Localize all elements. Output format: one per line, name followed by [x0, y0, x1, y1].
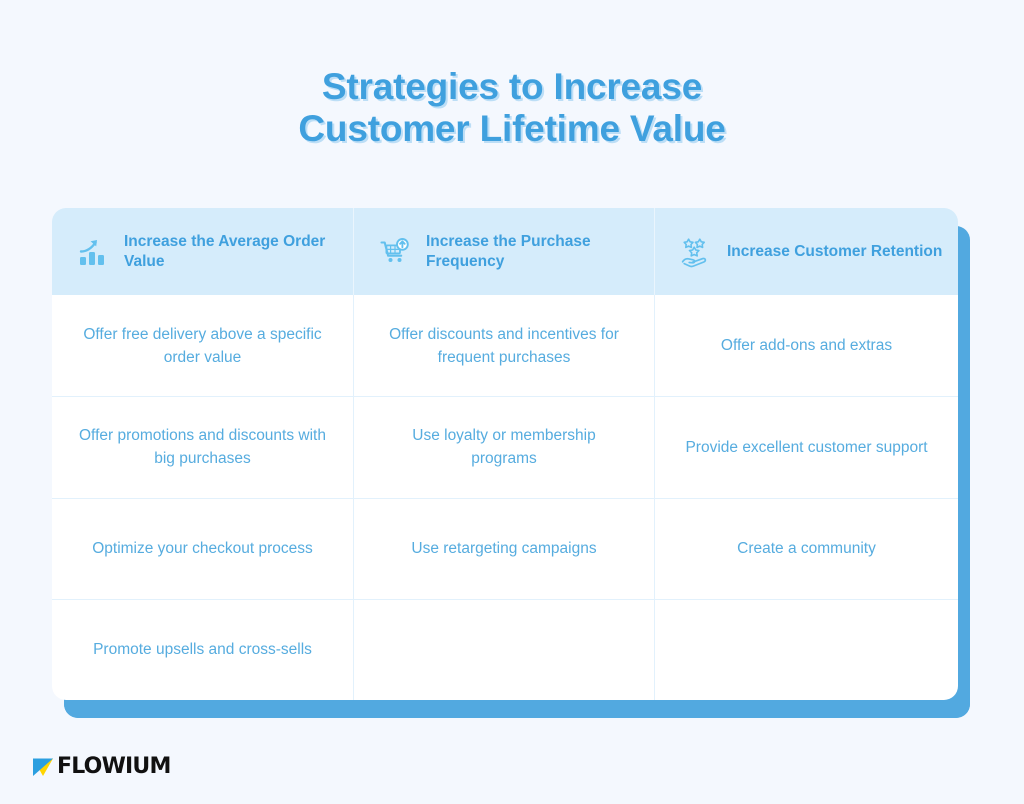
shopping-cart-up-arrow-icon	[378, 235, 412, 269]
table-row: Offer promotions and discounts with big …	[52, 396, 958, 498]
page-title-line-1: Strategies to Increase	[321, 66, 703, 107]
table-cell	[353, 598, 654, 700]
flowium-logo: FLOWIUM	[32, 754, 171, 779]
table-cell: Use loyalty or membership programs	[353, 396, 654, 498]
table-row: Optimize your checkout process Use retar…	[52, 497, 958, 599]
table-cell: Promote upsells and cross-sells	[52, 598, 353, 700]
hand-holding-stars-icon	[679, 235, 713, 269]
table-header-cell-average-order-value: Increase the Average Order Value	[52, 208, 353, 295]
table-cell: Optimize your checkout process	[52, 497, 353, 599]
growth-bar-chart-icon	[76, 235, 110, 269]
table-cell: Use retargeting campaigns	[353, 497, 654, 599]
flowium-logo-mark-icon	[32, 757, 54, 777]
table-header-label: Increase the Purchase Frequency	[426, 232, 591, 270]
table-cell: Create a community	[654, 497, 958, 599]
table-cell: Offer promotions and discounts with big …	[52, 396, 353, 497]
table-header-label: Increase the Average Order Value	[124, 232, 326, 270]
table-header-cell-customer-retention: Increase Customer Retention	[654, 208, 958, 295]
table-row: Promote upsells and cross-sells	[52, 598, 958, 700]
flowium-logo-text: FLOWIUM	[57, 754, 171, 779]
table-cell: Offer add-ons and extras	[654, 295, 958, 397]
card-bottom-shadow-strip	[64, 700, 970, 718]
table-cell: Provide excellent customer support	[654, 396, 958, 498]
table-header-cell-purchase-frequency: Increase the Purchase Frequency	[353, 208, 654, 295]
page-title-line-2: Customer Lifetime Value	[298, 108, 726, 149]
strategies-table-card: Increase the Average Order Value Increas…	[52, 208, 958, 700]
table-cell	[654, 598, 958, 700]
table-row: Offer free delivery above a specific ord…	[52, 295, 958, 397]
strategies-table: Increase the Average Order Value Increas…	[52, 208, 958, 700]
page-title-heading: Strategies to Increase Customer Lifetime…	[0, 66, 1024, 150]
table-cell: Offer discounts and incentives for frequ…	[353, 295, 654, 397]
table-header-row: Increase the Average Order Value Increas…	[52, 208, 958, 295]
page-title: Strategies to Increase Customer Lifetime…	[0, 66, 1024, 150]
table-cell: Offer free delivery above a specific ord…	[83, 325, 322, 366]
table-header-label: Increase Customer Retention	[727, 242, 943, 260]
